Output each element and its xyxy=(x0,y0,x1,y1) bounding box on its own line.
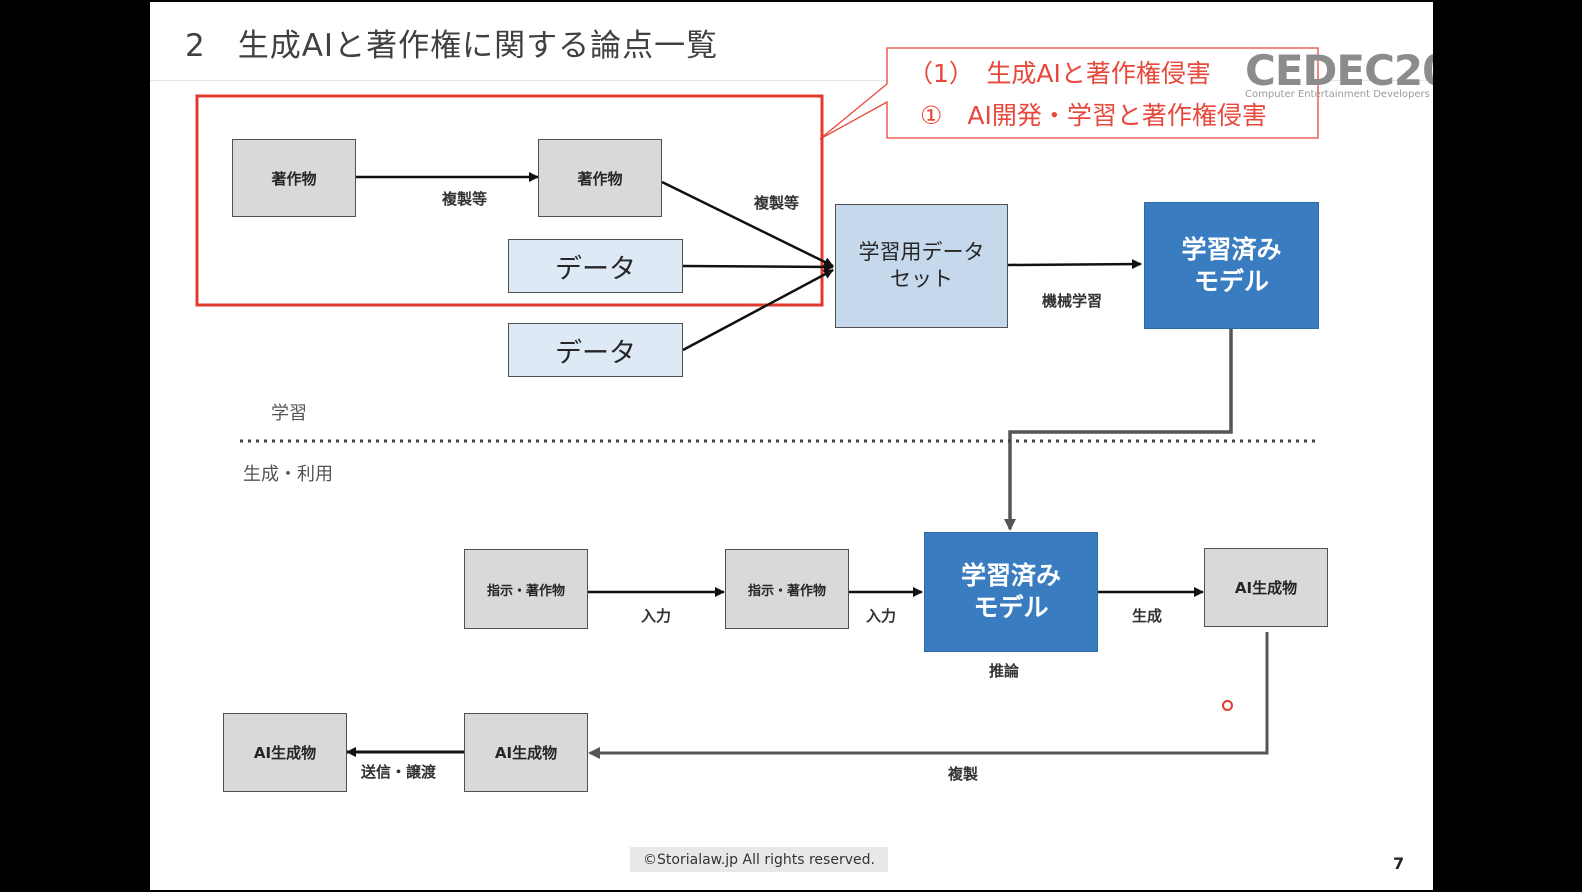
inference-model-line1: 学習済み xyxy=(960,561,1061,590)
ai-output-node-2: AI生成物 xyxy=(464,713,588,792)
input-label-1: 入力 xyxy=(641,607,672,625)
instruction-node-2: 指示・著作物 xyxy=(725,549,849,629)
arrow-model-to-inference-model xyxy=(1004,328,1233,531)
callout-box xyxy=(819,47,1319,140)
work-node-1: 著作物 xyxy=(232,139,356,217)
copyright-footer: ©Storialaw.jp All rights reserved. xyxy=(630,847,888,872)
title-divider xyxy=(150,80,1433,81)
transmit-label: 送信・譲渡 xyxy=(361,763,437,781)
ai-output-node-1: AI生成物 xyxy=(1204,548,1328,627)
section-label-generation: 生成・利用 xyxy=(243,464,333,485)
inference-label: 推論 xyxy=(989,662,1020,680)
arrow-dataset-to-model xyxy=(1007,259,1142,270)
ai-output-node-3: AI生成物 xyxy=(223,713,347,792)
generate-label: 生成 xyxy=(1132,607,1163,625)
learning-highlight-frame xyxy=(195,94,824,307)
dataset-label-line1: 学習用データ xyxy=(858,240,985,264)
model-label-line2: モデル xyxy=(1193,266,1269,296)
connector-layer xyxy=(195,47,1319,759)
inference-model-node: 学習済み モデル xyxy=(924,532,1098,652)
machine-learning-label: 機械学習 xyxy=(1042,292,1103,310)
arrow-data2-to-dataset xyxy=(682,268,834,352)
arrow-output-copy xyxy=(588,632,1269,759)
inference-model-line2: モデル xyxy=(973,593,1049,622)
copy-label-1: 複製等 xyxy=(442,190,488,208)
training-dataset-node: 学習用データ セット xyxy=(835,204,1008,328)
instruction-node-1: 指示・著作物 xyxy=(464,549,588,629)
pointer-dot xyxy=(1222,700,1233,711)
slide-title: 2 生成AIと著作権に関する論点一覧 xyxy=(185,28,719,64)
data-node-1: データ xyxy=(508,239,683,293)
copy-label-2: 複製等 xyxy=(754,194,800,212)
page-number: 7 xyxy=(1393,854,1405,873)
callout-line2: ① AI開発・学習と著作権侵害 xyxy=(920,101,1267,130)
callout-line1: （1） 生成AIと著作権侵害 xyxy=(908,59,1211,88)
arrow-data1-to-dataset xyxy=(682,261,834,272)
data-node-2: データ xyxy=(508,323,683,377)
arrow-work2-to-dataset xyxy=(661,180,834,268)
input-label-2: 入力 xyxy=(866,607,897,625)
section-label-learning: 学習 xyxy=(271,403,307,424)
copy-label-output: 複製 xyxy=(948,765,979,783)
cedec-logo-subtitle: Computer Entertainment Developers xyxy=(1245,89,1430,100)
work-node-2: 著作物 xyxy=(538,139,662,217)
cedec-logo: CEDEC2023 xyxy=(1245,46,1433,95)
trained-model-node: 学習済み モデル xyxy=(1144,202,1319,329)
slide: 2 生成AIと著作権に関する論点一覧 （1） 生成AIと著作権 xyxy=(150,2,1433,890)
dataset-label-line2: セット xyxy=(890,267,953,291)
model-label-line1: 学習済み xyxy=(1181,234,1282,264)
